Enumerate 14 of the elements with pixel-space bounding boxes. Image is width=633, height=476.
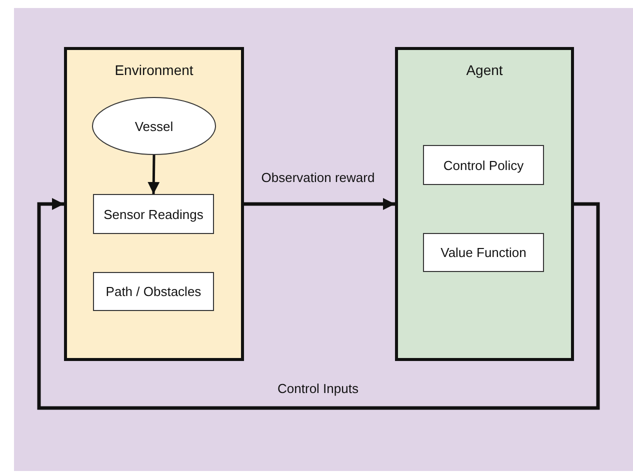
edge-label: Observation reward bbox=[259, 170, 377, 185]
panel-title: Agent bbox=[466, 62, 503, 78]
process-box: Value Function bbox=[423, 233, 544, 272]
edge-label: Control Inputs bbox=[276, 381, 360, 396]
process-box: Path / Obstacles bbox=[93, 272, 214, 311]
vessel-ellipse: Vessel bbox=[92, 97, 216, 155]
arrow bbox=[148, 154, 160, 194]
agent-panel bbox=[395, 47, 574, 361]
environment-panel bbox=[64, 47, 244, 361]
panel-title: Environment bbox=[114, 62, 194, 78]
arrow bbox=[37, 198, 600, 410]
arrow bbox=[244, 198, 395, 210]
process-box: Control Policy bbox=[423, 145, 544, 185]
process-box: Sensor Readings bbox=[93, 194, 214, 234]
